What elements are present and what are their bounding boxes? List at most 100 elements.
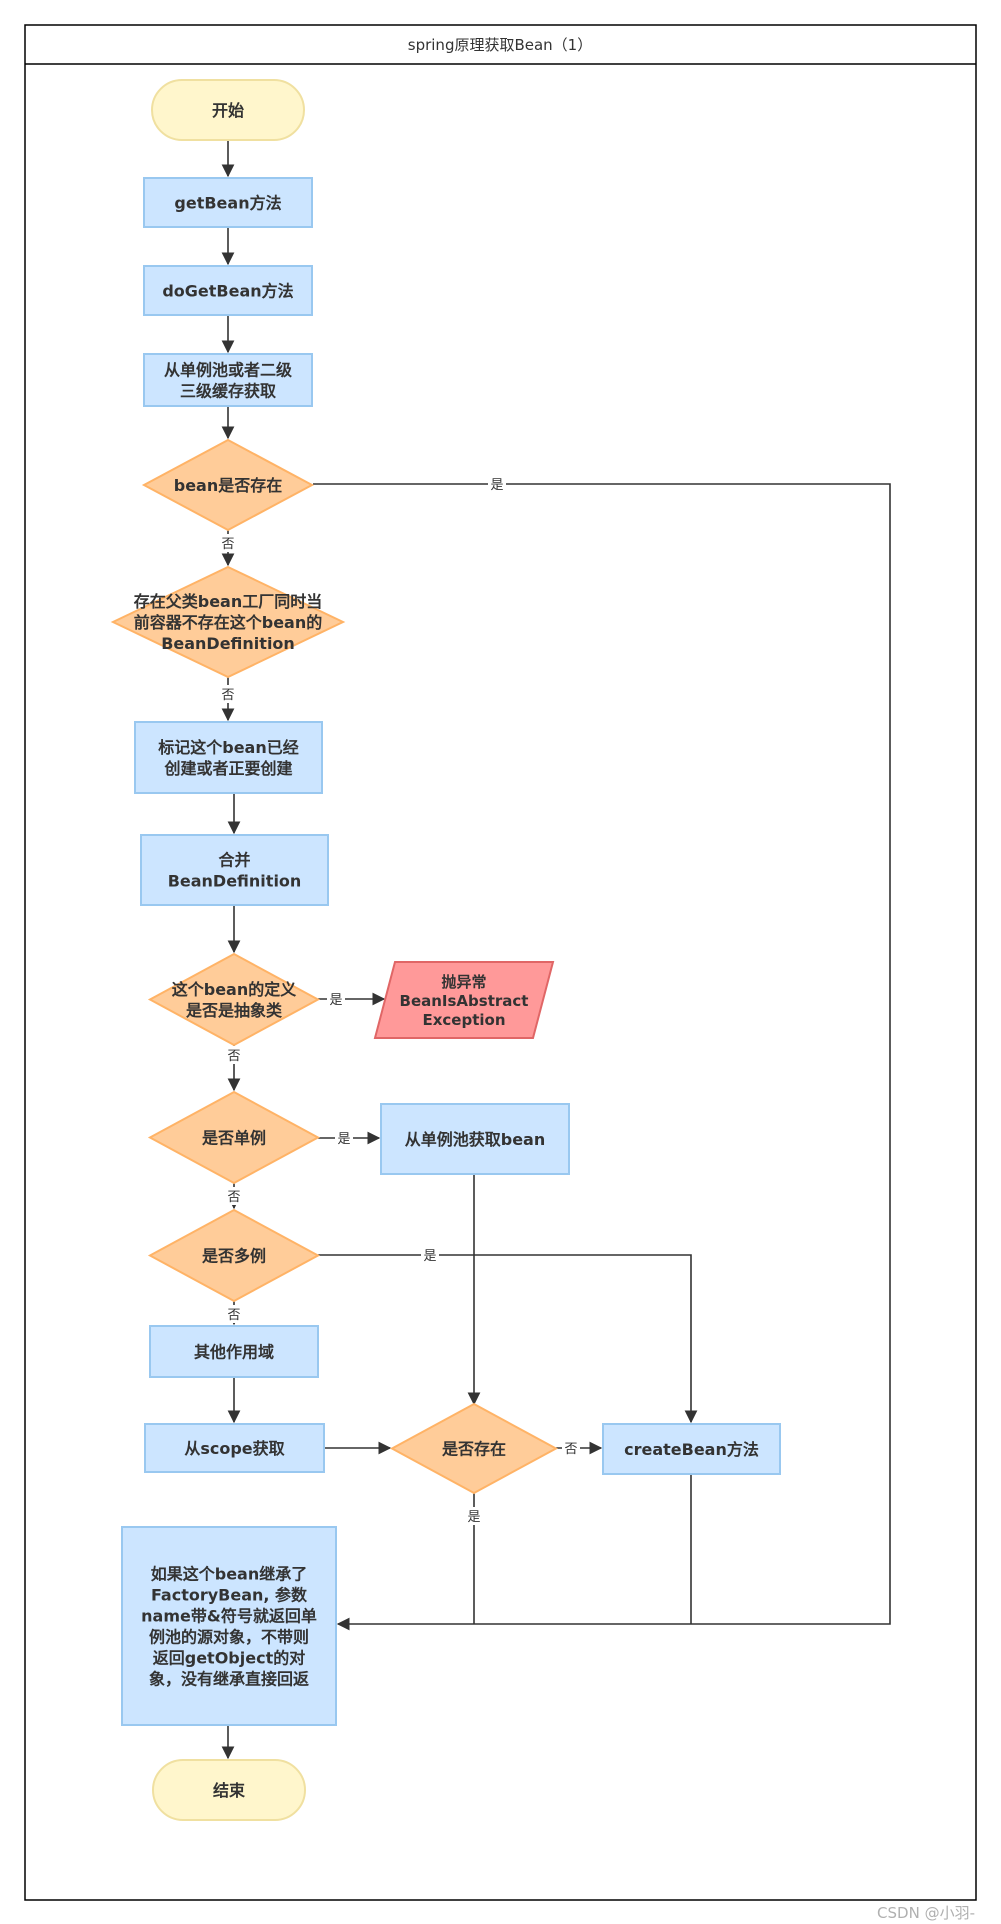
node-shape bbox=[147, 952, 321, 1047]
edge-label-text: 否 bbox=[227, 1308, 240, 1323]
edge-label-bg bbox=[219, 534, 237, 552]
node-shape bbox=[380, 1103, 570, 1175]
node-shape bbox=[389, 1402, 559, 1495]
edge-label-text: 是 bbox=[329, 993, 342, 1008]
node-label-line: 是否单例 bbox=[201, 1129, 266, 1148]
node-shape bbox=[602, 1423, 781, 1475]
node-label-line: 从单例池或者二级 bbox=[164, 361, 293, 380]
edge-label-text: 是 bbox=[490, 478, 503, 493]
node-label-line: 从单例池获取bean bbox=[405, 1130, 546, 1149]
edge-label-bg bbox=[225, 1305, 243, 1323]
edge-label-text: 是 bbox=[423, 1249, 436, 1264]
edge-label-abstract-no: 否 bbox=[225, 1046, 243, 1064]
nodes: 开始getBean方法doGetBean方法从单例池或者二级三级缓存获取bean… bbox=[110, 79, 781, 1821]
node-label-line: 三级缓存获取 bbox=[180, 382, 276, 401]
edge-label-exists2-no: 否 bbox=[562, 1439, 580, 1457]
edge-label-text: 否 bbox=[227, 1190, 240, 1205]
node-label-line: 前容器不存在这个bean的 bbox=[134, 613, 323, 632]
node-shape bbox=[134, 721, 323, 794]
node-label-line: getBean方法 bbox=[174, 194, 281, 213]
node-label-line: doGetBean方法 bbox=[162, 282, 293, 301]
node-label-line: Exception bbox=[422, 1011, 505, 1029]
node-from-scope: 从scope获取 bbox=[144, 1423, 325, 1473]
node-label-line: 结束 bbox=[212, 1781, 246, 1800]
node-label-line: 这个bean的定义 bbox=[172, 980, 297, 999]
node-label-line: 创建或者正要创建 bbox=[163, 759, 292, 778]
node-shape bbox=[110, 565, 346, 679]
node-label-line: 如果这个bean继承了 bbox=[151, 1565, 308, 1584]
edge-label-bg bbox=[327, 990, 345, 1008]
edge-label-prototype-no: 否 bbox=[225, 1305, 243, 1323]
edge-exists1-yes bbox=[313, 483, 891, 1631]
node-label-line: 开始 bbox=[212, 101, 244, 120]
node-create: createBean方法 bbox=[602, 1423, 781, 1475]
node-merge: 合并 BeanDefinition bbox=[140, 834, 329, 906]
edge-label-text: 是 bbox=[467, 1510, 480, 1525]
node-label-line: FactoryBean, 参数 bbox=[151, 1586, 308, 1605]
node-label-line: BeanIsAbstract bbox=[400, 992, 529, 1010]
node-label-line: 标记这个bean已经 bbox=[157, 738, 299, 757]
node-label-line: 抛异常 bbox=[441, 973, 486, 991]
edge-label-bg bbox=[488, 475, 506, 493]
node-shape bbox=[152, 1759, 306, 1821]
node-factorybean: 如果这个bean继承了 FactoryBean, 参数 name带&符号就返回单例池… bbox=[121, 1526, 337, 1726]
node-label-line: 例池的源对象，不带则 bbox=[149, 1628, 309, 1647]
node-shape bbox=[143, 265, 313, 316]
node-exists1: bean是否存在 bbox=[141, 438, 315, 532]
node-end: 结束 bbox=[152, 1759, 306, 1821]
edge-label-bg bbox=[335, 1129, 353, 1147]
edge-label-bg bbox=[465, 1507, 483, 1525]
diagram-title: spring原理获取Bean（1） bbox=[408, 36, 592, 54]
node-shape bbox=[151, 79, 305, 141]
node-label-line: 其他作用域 bbox=[194, 1343, 274, 1362]
node-label-line: BeanDefinition bbox=[168, 872, 302, 891]
node-label-line: 是否存在 bbox=[441, 1440, 506, 1459]
edge-label-bg bbox=[219, 685, 237, 703]
node-label-line: 从scope获取 bbox=[184, 1439, 284, 1458]
edge-label-exists2-yes: 是 bbox=[465, 1507, 483, 1525]
node-singleton: 是否单例 bbox=[147, 1090, 321, 1185]
edge-label-text: 否 bbox=[564, 1442, 577, 1457]
node-shape bbox=[144, 1423, 325, 1473]
node-shape bbox=[147, 1208, 321, 1303]
node-shape bbox=[147, 1090, 321, 1185]
node-start: 开始 bbox=[151, 79, 305, 141]
edge-label-abstract-yes: 是 bbox=[327, 990, 345, 1008]
node-label-line: 是否多例 bbox=[201, 1247, 266, 1266]
node-shape bbox=[140, 834, 329, 906]
node-label-line: 返回getObject的对 bbox=[153, 1649, 305, 1668]
node-label-line: 合并 bbox=[218, 851, 250, 870]
edge-label-text: 否 bbox=[221, 688, 234, 703]
edge-label-singleton-yes: 是 bbox=[335, 1129, 353, 1147]
node-label-line: createBean方法 bbox=[624, 1440, 759, 1459]
node-from-pool: 从单例池获取bean bbox=[380, 1103, 570, 1175]
edge-label-exists1-yes: 是 bbox=[488, 475, 506, 493]
edge-label-bg bbox=[225, 1187, 243, 1205]
node-shape bbox=[143, 177, 313, 228]
node-exists2: 是否存在 bbox=[389, 1402, 559, 1495]
node-label-line: BeanDefinition bbox=[161, 634, 295, 653]
node-shape bbox=[121, 1526, 337, 1726]
edge-label-bg bbox=[225, 1046, 243, 1064]
node-getbean: getBean方法 bbox=[143, 177, 313, 228]
node-dogetbean: doGetBean方法 bbox=[143, 265, 313, 316]
node-label-line: bean是否存在 bbox=[174, 476, 283, 495]
node-label-line: name带&符号就返回单 bbox=[141, 1607, 317, 1626]
edge-label-text: 是 bbox=[337, 1132, 350, 1147]
node-label-line: 是否是抽象类 bbox=[185, 1001, 283, 1020]
node-shape bbox=[141, 438, 315, 532]
edge-label-bg bbox=[562, 1439, 580, 1457]
node-shape bbox=[143, 353, 313, 407]
node-prototype: 是否多例 bbox=[147, 1208, 321, 1303]
edge-label-exists1-no: 否 bbox=[219, 534, 237, 552]
watermark: CSDN @小羽- bbox=[877, 1904, 975, 1922]
edge-prototype-yes bbox=[318, 1254, 698, 1424]
edge-label-bg bbox=[421, 1246, 439, 1264]
node-shape bbox=[149, 1325, 319, 1378]
